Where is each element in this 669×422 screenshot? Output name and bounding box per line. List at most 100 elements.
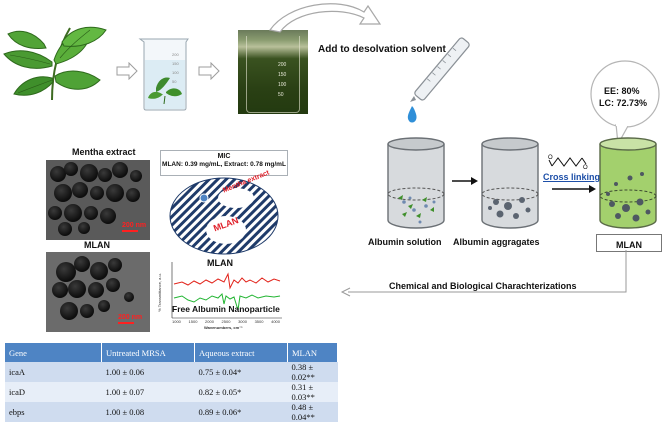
particle [68, 280, 86, 298]
albumin-aggregates-vessel [481, 137, 539, 229]
particle [88, 282, 104, 298]
pipette-icon [407, 37, 470, 123]
table-header-cell: Gene [5, 343, 102, 362]
arrow-right-icon [452, 177, 478, 185]
ftir-tick: 1000 [172, 319, 181, 324]
extract-beaker-marks: 200 150 100 50 [278, 60, 286, 100]
ftir-tick: 4000 [271, 319, 280, 324]
particle [80, 164, 98, 182]
scale-bar-label: 200 nm [118, 314, 143, 321]
particle [64, 162, 78, 176]
ftir-ticks: 1000 1500 2000 2500 3000 3500 4000 [172, 319, 280, 324]
mic-values: MLAN: 0.39 mg/mL, Extract: 0.78 mg/mL [162, 161, 286, 168]
particle [84, 206, 98, 220]
ftir-tick: 2500 [221, 319, 231, 324]
table-row: icaA 1.00 ± 0.06 0.75 ± 0.04* 0.38 ± 0.0… [5, 362, 338, 382]
table-cell: icaD [5, 382, 102, 402]
ftir-ylabel: % Transmittance, a.u. [156, 273, 162, 312]
table-cell: icaA [5, 362, 102, 382]
mlan-tem-label: MLAN [84, 240, 110, 250]
table-header-row: Gene Untreated MRSA Aqueous extract MLAN [5, 343, 338, 362]
particle [50, 166, 66, 182]
beaker-mark: 200 [278, 62, 287, 68]
mlan-vessel [599, 137, 657, 229]
ftir-tick: 3000 [238, 319, 247, 324]
particle [130, 170, 142, 182]
table-cell: 0.38 ± 0.02** [287, 362, 338, 382]
particle [98, 300, 110, 312]
particle [58, 222, 72, 236]
lc-value: LC: 72.73% [599, 98, 648, 108]
ftir-xlabel: Wavenumbers, cm⁻¹ [204, 325, 243, 330]
ftir-spectrum-chart [171, 262, 282, 319]
particle [48, 206, 62, 220]
ftir-tick: 1500 [188, 319, 198, 324]
ftir-tick: 3500 [254, 319, 264, 324]
table-cell: 0.82 ± 0.05* [194, 382, 288, 402]
particle [108, 258, 122, 272]
arrow-right-icon [198, 62, 220, 80]
particle [60, 302, 78, 320]
particle [80, 304, 94, 318]
characterizations-label: Chemical and Biological Charachterizatio… [389, 281, 577, 291]
albumin-solution-label: Albumin solution [368, 237, 442, 247]
beaker-mark: 150 [172, 61, 179, 66]
particle [56, 262, 76, 282]
scale-bar: 200 nm [122, 222, 146, 232]
mic-panel: MIC MLAN: 0.39 mg/mL, Extract: 0.78 mg/m… [160, 150, 288, 176]
ftir-albumin-trace [173, 292, 281, 311]
particle [74, 256, 90, 272]
cross-linking-label: Cross linking [543, 172, 601, 182]
arrow-right-icon [552, 185, 596, 193]
table-cell: 1.00 ± 0.07 [101, 382, 195, 402]
tem-image-mentha-extract: 200 nm [46, 160, 150, 240]
table-cell: 1.00 ± 0.08 [101, 402, 195, 422]
beaker-mark: 100 [172, 70, 179, 75]
glutaraldehyde-molecule-icon: O O [548, 155, 588, 170]
gene-expression-table: Gene Untreated MRSA Aqueous extract MLAN… [5, 343, 338, 422]
scale-bar-label: 200 nm [122, 222, 147, 229]
add-solvent-label: Add to desolvation solvent [318, 44, 446, 55]
mlan-vessel-label: MLAN [616, 240, 642, 250]
albumin-aggragates-label: Albumin aggragates [453, 237, 540, 247]
beaker-mark: 50 [172, 79, 177, 84]
particle [90, 262, 108, 280]
svg-text:O: O [548, 155, 553, 161]
table-row: ebps 1.00 ± 0.08 0.89 ± 0.06* 0.48 ± 0.0… [5, 402, 338, 422]
particle [106, 184, 124, 202]
particle [126, 188, 140, 202]
mic-agar-plate [169, 177, 279, 255]
mentha-extract-label: Mentha extract [72, 147, 136, 157]
particle [52, 282, 68, 298]
ee-value: EE: 80% [604, 86, 640, 96]
particle [106, 278, 120, 292]
curved-arrow-icon [268, 3, 382, 33]
albumin-solution-vessel [387, 137, 445, 229]
particle [112, 162, 128, 178]
table-cell: 1.00 ± 0.06 [101, 362, 195, 382]
particle [124, 292, 134, 302]
table-row: icaD 1.00 ± 0.07 0.82 ± 0.05* 0.31 ± 0.0… [5, 382, 338, 402]
particle [98, 168, 112, 182]
scale-bar-line [118, 322, 134, 324]
table-cell: 0.31 ± 0.03** [287, 382, 338, 402]
tem-image-mlan: 200 nm [46, 252, 150, 332]
extract-beaker-photo: 200 150 100 50 [238, 30, 308, 114]
ftir-albumin-label: Free Albumin Nanoparticle [172, 304, 280, 314]
beaker-mark: 100 [278, 82, 287, 88]
particle [72, 182, 88, 198]
table-cell: ebps [5, 402, 102, 422]
particle [78, 222, 90, 234]
mint-leaves-illustration [3, 26, 107, 101]
arrow-right-icon [116, 62, 138, 80]
mic-title: MIC [217, 153, 231, 160]
particle [54, 184, 72, 202]
table-header-cell: MLAN [287, 343, 338, 362]
ftir-mlan-label: MLAN [207, 258, 233, 268]
ftir-mlan-trace [173, 272, 281, 290]
table-cell: 0.89 ± 0.06* [194, 402, 288, 422]
table-cell: 0.75 ± 0.04* [194, 362, 288, 382]
beaker-mark: 200 [172, 52, 179, 57]
table-cell: 0.48 ± 0.04** [287, 402, 338, 422]
ftir-tick: 2000 [205, 319, 214, 324]
